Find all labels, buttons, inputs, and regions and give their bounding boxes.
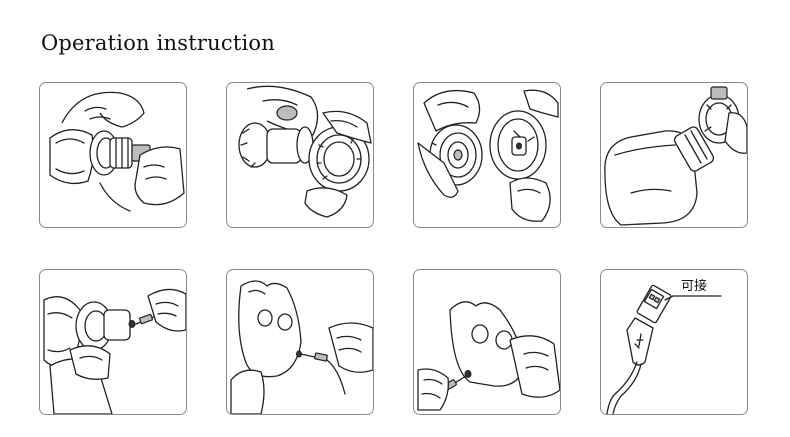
bottle-attached-pump-icon [604, 86, 747, 226]
step-2-panel [226, 82, 374, 228]
hand-holding-breast-shield-icon [49, 91, 185, 212]
usb-connectable-label: 可接 [681, 278, 707, 294]
step-4-panel [600, 82, 748, 228]
tube-plug-insert-icon [43, 288, 186, 414]
step-5-panel [39, 269, 187, 415]
valve-and-cap-icon [417, 89, 559, 222]
step-3-panel [413, 82, 561, 228]
step-7-panel [413, 269, 561, 415]
step-1-panel [39, 82, 187, 228]
step-6-panel [226, 269, 374, 415]
usb-cable-icon: 可接 [606, 278, 722, 414]
controller-cable-plug-icon [230, 280, 373, 414]
connector-and-ring-separated-icon [238, 85, 372, 218]
step-8-panel: 可接 [600, 269, 748, 415]
page-title: Operation instruction [41, 31, 275, 55]
controller-side-plug-icon [417, 301, 560, 411]
